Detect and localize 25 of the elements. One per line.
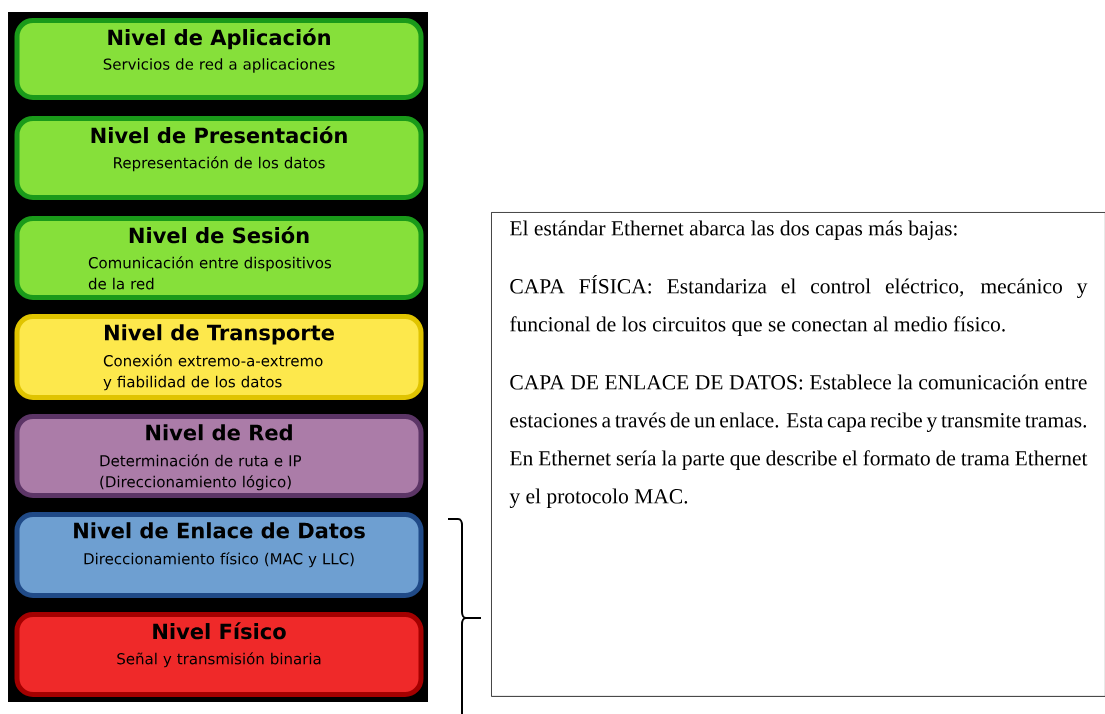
layer-description: Conexión extremo-a-extremo y fiabilidad de los datos bbox=[103, 354, 323, 391]
layer-box bbox=[14, 116, 424, 200]
layer-title: Nivel de Aplicación bbox=[108, 28, 330, 50]
layer-box bbox=[14, 512, 424, 598]
layer-description: Servicios de red a aplicaciones bbox=[103, 58, 335, 73]
paragraph: El estándar Ethernet abarca las dos capas más bajas: bbox=[510, 220, 957, 240]
layer-box bbox=[14, 414, 424, 498]
paragraph: CAPA FÍSICA: Estandariza el control eléctrico, mecánico y funcional de los circuitos que se conectan al medio físico. bbox=[510, 274, 1088, 336]
layer-description: Direccionamiento físico (MAC y LLC) bbox=[84, 552, 354, 568]
layer-description: Señal y transmisión binaria bbox=[117, 652, 321, 668]
layer-box bbox=[14, 216, 424, 300]
layer-title: Nivel Físico bbox=[153, 622, 286, 640]
layer-title: Nivel de Transporte bbox=[105, 324, 334, 345]
layer-description: Determinación de ruta e IP (Direccionamiento lógico) bbox=[100, 454, 302, 491]
layer-box bbox=[14, 18, 424, 100]
layer-description: Representación de los datos bbox=[114, 156, 325, 172]
layer-description: Comunicación entre dispositivos de la red bbox=[88, 256, 332, 290]
layer-title: Nivel de Sesión bbox=[129, 226, 309, 244]
layer-title: Nivel de Enlace de Datos bbox=[74, 522, 365, 539]
paragraph: CAPA DE ENLACE DE DATOS: Establece la comunicación entre estaciones a través de un enlace. Esta capa recibe y transmite tramas. En Ethernet sería la parte que describe el formato de trama Ethernet y el protocolo MAC. bbox=[509, 374, 1088, 508]
layer-box bbox=[14, 314, 424, 400]
layer-title: Nivel de Red bbox=[146, 424, 292, 441]
layer-title: Nivel de Presentación bbox=[91, 126, 347, 144]
text-box bbox=[491, 212, 1105, 697]
layer-box bbox=[14, 612, 424, 697]
